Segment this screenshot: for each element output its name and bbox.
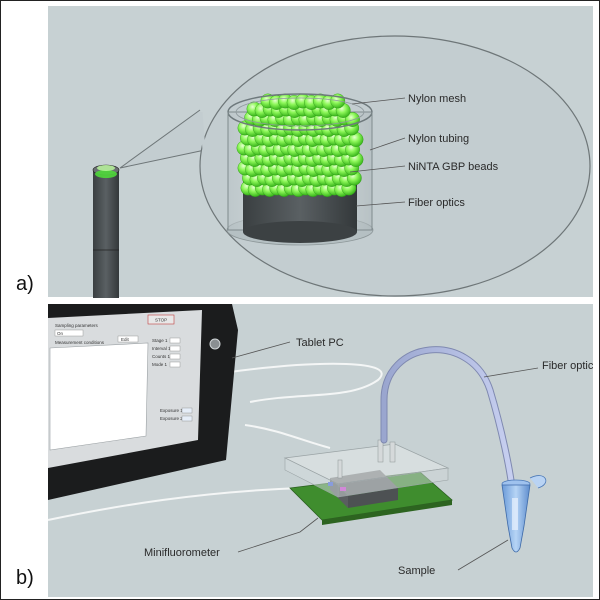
- status-label: Exposure 1: [160, 408, 183, 413]
- panel-a: Nylon mesh Nylon tubing NiNTA GBP beads …: [16, 6, 593, 298]
- measurement-label: Measurement conditions: [55, 340, 105, 345]
- sample-tube: [501, 475, 547, 553]
- param-label: Interval 1: [152, 346, 171, 351]
- plot-area: [49, 342, 149, 451]
- param-input[interactable]: [169, 345, 181, 352]
- stop-button-label: STOP: [155, 318, 167, 323]
- param-input[interactable]: [169, 337, 181, 344]
- fiber-probe-small: [92, 164, 120, 298]
- tablet-pc: STOP Sampling parameters On Measurement …: [48, 304, 238, 500]
- stop-button[interactable]: [147, 314, 175, 325]
- probe-assembly-magnified: [226, 93, 374, 246]
- param-label: Stage 1: [152, 338, 168, 343]
- callout-fiber-optic: Fiber optic: [542, 360, 594, 372]
- panel-label-b: b): [16, 567, 34, 589]
- callout-nylon-mesh: Nylon mesh: [408, 93, 466, 105]
- callout-nylon-tubing: Nylon tubing: [408, 133, 469, 145]
- sampling-field[interactable]: [54, 329, 84, 337]
- callout-fiber-optics: Fiber optics: [408, 197, 465, 209]
- panel-a-leaders: [349, 97, 406, 207]
- sampling-field-value: On: [57, 331, 64, 336]
- panel-divider: [0, 298, 600, 302]
- param-input[interactable]: [169, 361, 181, 368]
- status-indicator: [181, 407, 193, 414]
- callout-ninta-beads: NiNTA GBP beads: [408, 161, 499, 173]
- ninta-gbp-beads: [236, 93, 364, 197]
- callout-tablet-pc: Tablet PC: [296, 337, 344, 349]
- usb-cable: [229, 362, 383, 403]
- param-input[interactable]: [169, 353, 181, 360]
- param-label: Counts 1: [152, 354, 171, 359]
- callout-sample: Sample: [398, 565, 435, 577]
- tablet-home-button[interactable]: [209, 338, 221, 350]
- param-label: Mode 1: [152, 362, 168, 367]
- sampling-label: Sampling parameters: [55, 323, 99, 328]
- edit-list-box[interactable]: [117, 335, 139, 343]
- edit-list-item: Edit: [121, 337, 130, 342]
- callout-minifluorometer: Minifluorometer: [144, 547, 220, 559]
- status-label: Exposure 2: [160, 416, 183, 421]
- status-indicator: [181, 415, 193, 422]
- minifluorometer: [283, 439, 453, 525]
- panel-label-a: a): [16, 273, 34, 295]
- tablet-screen: STOP Sampling parameters On Measurement …: [48, 310, 202, 468]
- param-fields: Stage 1 Interval 1 Counts 1 Mode 1: [152, 337, 181, 368]
- panel-b-leaders: [231, 341, 539, 571]
- panel-b: STOP Sampling parameters On Measurement …: [0, 302, 600, 600]
